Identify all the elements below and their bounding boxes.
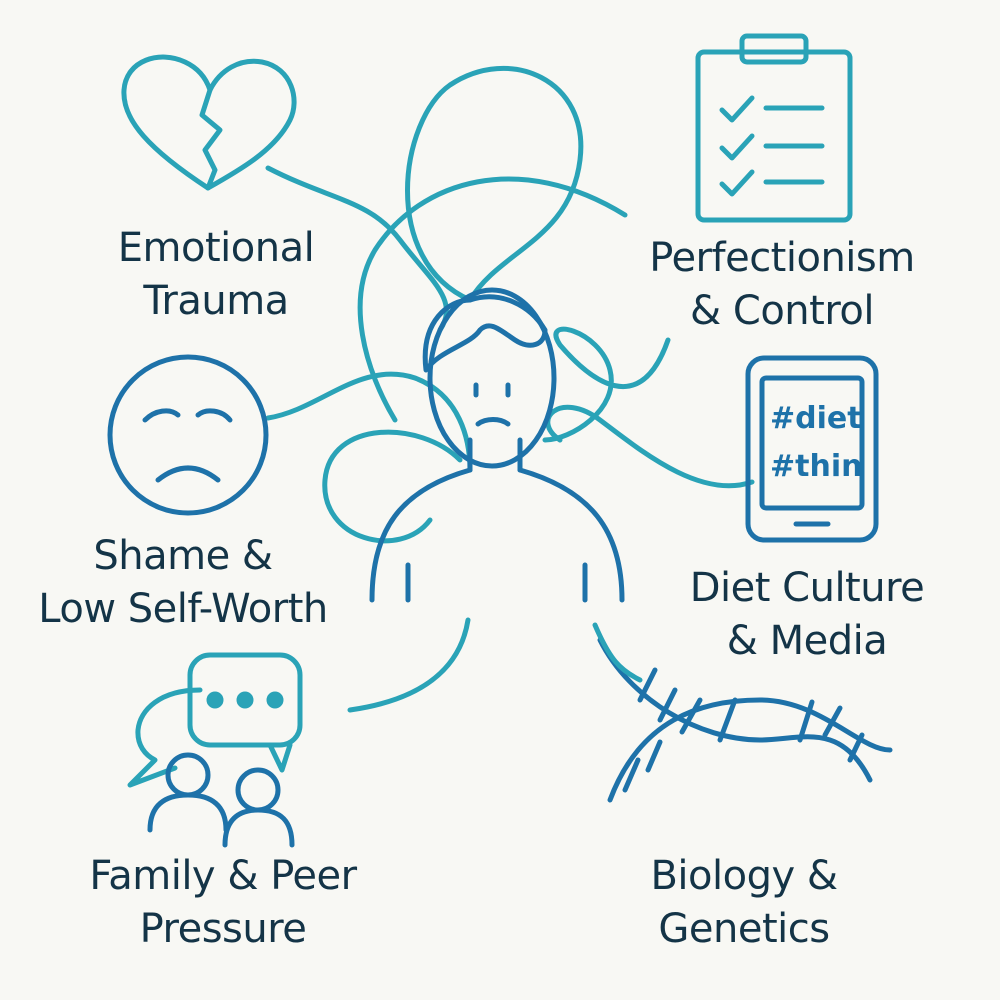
factor-label-biology: Biology & Genetics [620, 850, 868, 956]
factor-label-diet-culture: Diet Culture & Media [672, 562, 942, 668]
factor-label-shame: Shame & Low Self-Worth [18, 530, 348, 636]
connector-phone [548, 407, 752, 486]
sad-face-icon [110, 357, 266, 513]
person-hair [425, 297, 545, 370]
person-mouth [478, 420, 508, 425]
clipboard-checklist-icon [698, 36, 850, 220]
phone-tag-diet: #diet [770, 401, 862, 436]
phone-tag-thin: #thin [770, 449, 862, 484]
factor-label-family-peer: Family & Peer Pressure [68, 850, 378, 956]
factor-label-emotional-trauma: Emotional Trauma [100, 222, 332, 328]
connector-clipboard [360, 179, 625, 420]
smartphone-icon: #diet #thin [748, 358, 876, 540]
factor-label-perfectionism: Perfectionism & Control [622, 232, 942, 338]
speech-bubble-people-icon [130, 655, 300, 845]
connector-loop-left [325, 432, 460, 541]
connector-family [350, 620, 468, 710]
